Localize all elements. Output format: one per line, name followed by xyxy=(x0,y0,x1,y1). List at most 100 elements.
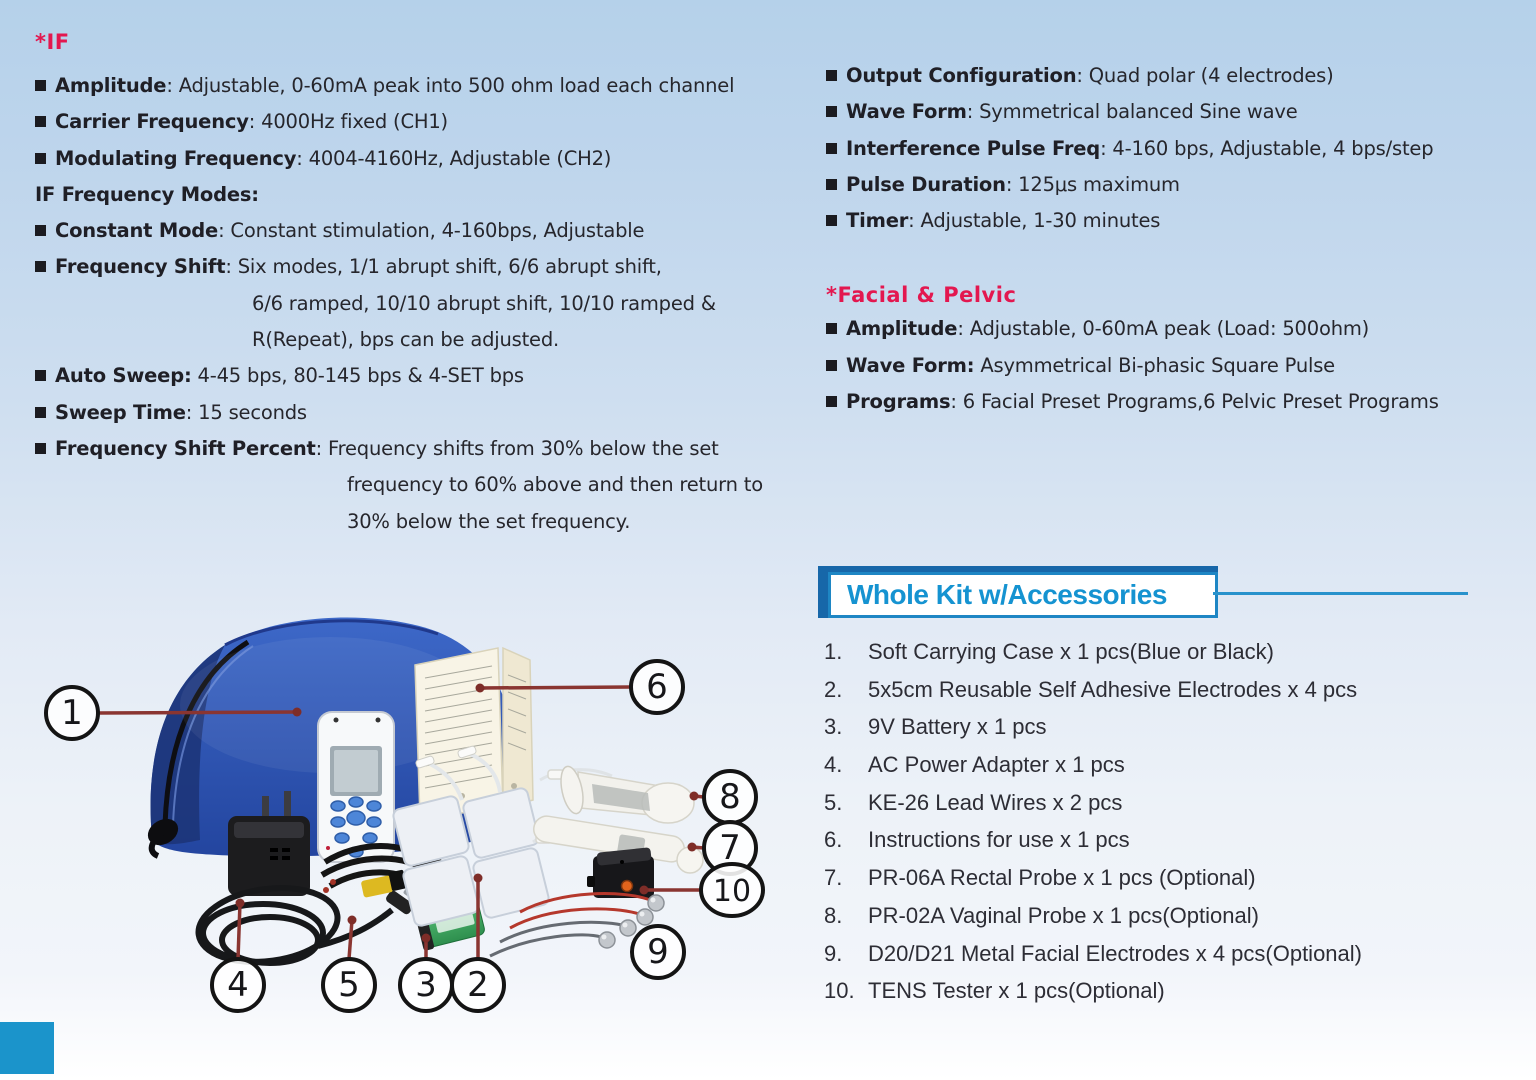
callout-dot-8 xyxy=(689,791,699,801)
spec-line-continued: 30% below the set frequency. xyxy=(347,509,631,533)
output-spec-lines: Output Configuration: Quad polar (4 elec… xyxy=(826,58,1532,239)
bullet-square xyxy=(35,225,46,237)
kit-item-text: TENS Tester x 1 pcs(Optional) xyxy=(868,978,1165,1004)
adhesive-electrode-pads xyxy=(392,745,550,927)
callout-dot-10 xyxy=(639,885,649,895)
spec-label: Sweep Time xyxy=(55,400,186,424)
kit-item-text: Instructions for use x 1 pcs xyxy=(868,827,1130,853)
spec-value: Asymmetrical Bi-phasic Square Pulse xyxy=(974,353,1335,377)
output-spec-section: Output Configuration: Quad polar (4 elec… xyxy=(826,58,1532,420)
spec-value: : 125μs maximum xyxy=(1005,172,1180,196)
spec-label: Frequency Shift Percent xyxy=(55,436,316,460)
callout-circle-5 xyxy=(321,957,377,1013)
spec-label: Interference Pulse Freq xyxy=(846,136,1101,160)
spec-value: : Adjustable, 0-60mA peak into 500 ohm l… xyxy=(166,74,735,97)
spec-label: Frequency Shift xyxy=(55,255,226,279)
kit-item: 3. 9V Battery x 1 pcs xyxy=(824,708,1524,746)
kit-item: 10. TENS Tester x 1 pcs(Optional) xyxy=(824,972,1524,1010)
spec-label: IF Frequency Modes: xyxy=(35,182,259,206)
callout-line-6 xyxy=(479,685,632,690)
spec-line: Wave Form: Symmetrical balanced Sine wav… xyxy=(826,94,1532,130)
spec-line-continued: R(Repeat), bps can be adjusted. xyxy=(252,328,559,352)
bullet-square xyxy=(35,370,46,382)
bullet-square xyxy=(826,106,837,118)
kit-item: 6. Instructions for use x 1 pcs xyxy=(824,821,1524,859)
callout-dot-5 xyxy=(347,915,357,925)
bullet-square xyxy=(826,396,837,408)
spec-line: Carrier Frequency: 4000Hz fixed (CH1) xyxy=(35,104,825,140)
kit-item-number: 3. xyxy=(824,714,843,740)
spec-label: Constant Mode xyxy=(55,219,219,243)
vaginal-probe xyxy=(560,765,695,824)
spec-label: Wave Form: xyxy=(846,353,975,377)
spec-value: : 4-160 bps, Adjustable, 4 bps/step xyxy=(1100,136,1434,160)
if-spec-section: *IF Amplitude: Adjustable, 0-60mA peak i… xyxy=(35,30,825,540)
if-heading: *IF xyxy=(35,30,70,54)
spec-label: Amplitude xyxy=(55,74,167,97)
bullet-square xyxy=(826,70,837,81)
spec-line: Pulse Duration: 125μs maximum xyxy=(826,167,1532,203)
callout-line-4 xyxy=(236,902,242,960)
callout-dot-1 xyxy=(292,707,302,717)
callout-circle-4 xyxy=(210,957,266,1013)
spec-label: Carrier Frequency xyxy=(55,110,249,134)
kit-item-text: 5x5cm Reusable Self Adhesive Electrodes … xyxy=(868,676,1358,702)
spec-line: Programs: 6 Facial Preset Programs,6 Pel… xyxy=(826,384,1532,420)
spec-label: Timer xyxy=(846,209,909,233)
corner-accent-square xyxy=(0,1022,54,1074)
facial-spec-lines: Amplitude: Adjustable, 0-60mA peak (Load… xyxy=(826,311,1532,420)
callout-number-9: 9 xyxy=(647,932,669,972)
kit-item-number: 5. xyxy=(824,789,843,815)
spec-line: Frequency Shift Percent: Frequency shift… xyxy=(35,431,825,467)
callout-number-2: 2 xyxy=(467,965,489,1005)
kit-item-number: 10. xyxy=(824,978,855,1004)
spec-value: : Quad polar (4 electrodes) xyxy=(1076,64,1334,87)
spec-label: Programs xyxy=(846,390,951,414)
spec-value: : 4004-4160Hz, Adjustable (CH2) xyxy=(296,146,612,170)
spec-line: Output Configuration: Quad polar (4 elec… xyxy=(826,58,1532,94)
bullet-square xyxy=(35,80,46,91)
spec-label: Pulse Duration xyxy=(846,172,1006,196)
callout-circle-2 xyxy=(450,957,506,1013)
kit-item-text: D20/D21 Metal Facial Electrodes x 4 pcs(… xyxy=(868,940,1362,966)
kit-item-text: AC Power Adapter x 1 pcs xyxy=(868,752,1125,778)
callout-dot-6 xyxy=(475,683,485,693)
kit-item: 1.Soft Carrying Case x 1 pcs(Blue or Bla… xyxy=(824,633,1524,671)
spec-value: : Six modes, 1/1 abrupt shift, 6/6 abrup… xyxy=(225,255,662,279)
callout-dot-3 xyxy=(421,933,431,943)
kit-item-number: 2. xyxy=(824,676,843,702)
callout-circle-10 xyxy=(699,862,765,918)
kit-item-text: Soft Carrying Case x 1 pcs(Blue or Black… xyxy=(868,639,1274,664)
spec-value: : 15 seconds xyxy=(185,400,307,424)
callout-number-8: 8 xyxy=(719,777,741,817)
callout-number-5: 5 xyxy=(338,965,360,1005)
spec-line-continued: frequency to 60% above and then return t… xyxy=(347,473,763,497)
kit-title: Whole Kit w/Accessories xyxy=(847,579,1167,610)
spec-value: : Adjustable, 1-30 minutes xyxy=(908,209,1161,233)
callout-circle-6 xyxy=(629,659,685,715)
callout-line-5 xyxy=(347,919,354,960)
spec-line: Timer: Adjustable, 1-30 minutes xyxy=(826,203,1532,239)
spec-value: 4-45 bps, 80-145 bps & 4-SET bps xyxy=(191,364,525,388)
kit-item: 9.D20/D21 Metal Facial Electrodes x 4 pc… xyxy=(824,935,1524,973)
kit-item-text: PR-02A Vaginal Probe x 1 pcs(Optional) xyxy=(868,902,1259,928)
facial-pelvic-heading: *Facial & Pelvic xyxy=(826,283,1017,308)
spec-value: : 6 Facial Preset Programs,6 Pelvic Pres… xyxy=(950,390,1439,414)
kit-title-rule xyxy=(1213,592,1468,595)
kit-list: 1.Soft Carrying Case x 1 pcs(Blue or Bla… xyxy=(824,633,1524,1010)
kit-item-text: 9V Battery x 1 pcs xyxy=(868,714,1047,740)
kit-item-number: 6. xyxy=(824,827,843,853)
spec-label: Output Configuration xyxy=(846,64,1077,87)
bullet-square xyxy=(826,178,837,190)
spec-value: : Constant stimulation, 4-160bps, Adjust… xyxy=(218,219,645,243)
spec-label: Wave Form xyxy=(846,100,967,124)
callout-dot-7 xyxy=(687,842,697,852)
tens-tester xyxy=(587,847,654,898)
callout-number-6: 6 xyxy=(646,667,668,707)
kit-item-text: PR-06A Rectal Probe x 1 pcs (Optional) xyxy=(868,865,1256,891)
callout-number-3: 3 xyxy=(415,965,437,1005)
callout-circle-1 xyxy=(44,685,100,741)
spec-label: Modulating Frequency xyxy=(55,146,297,170)
bullet-square xyxy=(826,323,837,335)
